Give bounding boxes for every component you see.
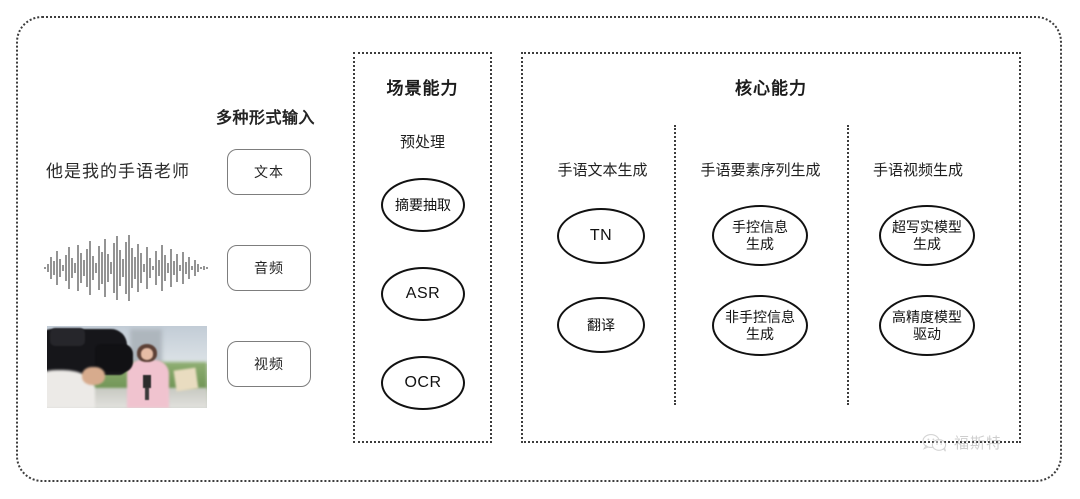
sample-text: 他是我的手语老师 bbox=[46, 162, 190, 181]
core-node-manual-info-generation[interactable]: 手控信息 生成 bbox=[712, 205, 808, 266]
video-thumbnail bbox=[47, 326, 207, 408]
modality-pill-text[interactable]: 文本 bbox=[227, 149, 311, 195]
core-column-divider-1 bbox=[674, 125, 676, 405]
core-column-heading-text-generation: 手语文本生成 bbox=[557, 162, 648, 179]
core-node-high-precision-model-driving[interactable]: 高精度模型 驱动 bbox=[879, 295, 975, 356]
scene-panel-title: 场景能力 bbox=[386, 79, 459, 98]
modality-pill-audio[interactable]: 音频 bbox=[227, 245, 311, 291]
core-column-heading-element-sequence: 手语要素序列生成 bbox=[700, 162, 821, 179]
core-capability-panel: 核心能力 bbox=[521, 52, 1021, 443]
watermark: 福斯特 bbox=[922, 432, 1002, 453]
scene-node-asr[interactable]: ASR bbox=[381, 267, 465, 321]
modality-pill-video[interactable]: 视频 bbox=[227, 341, 311, 387]
scene-group-label: 预处理 bbox=[399, 134, 445, 151]
watermark-text: 福斯特 bbox=[954, 435, 1003, 452]
wechat-icon bbox=[922, 433, 947, 452]
core-node-non-manual-info-generation[interactable]: 非手控信息 生成 bbox=[712, 295, 808, 356]
core-column-heading-video-generation: 手语视频生成 bbox=[873, 162, 964, 179]
core-panel-title: 核心能力 bbox=[735, 79, 807, 98]
core-node-hyperrealistic-model-generation[interactable]: 超写实模型 生成 bbox=[879, 205, 975, 266]
scene-node-ocr[interactable]: OCR bbox=[381, 356, 465, 410]
core-column-divider-2 bbox=[847, 125, 849, 405]
multi-input-heading: 多种形式输入 bbox=[216, 110, 316, 127]
scene-node-summary[interactable]: 摘要抽取 bbox=[381, 178, 465, 232]
outer-frame bbox=[16, 16, 1062, 482]
core-node-tn[interactable]: TN bbox=[557, 208, 645, 264]
audio-waveform-icon bbox=[44, 235, 208, 301]
core-node-translation[interactable]: 翻译 bbox=[557, 297, 645, 353]
scene-capability-panel: 场景能力 bbox=[353, 52, 492, 443]
